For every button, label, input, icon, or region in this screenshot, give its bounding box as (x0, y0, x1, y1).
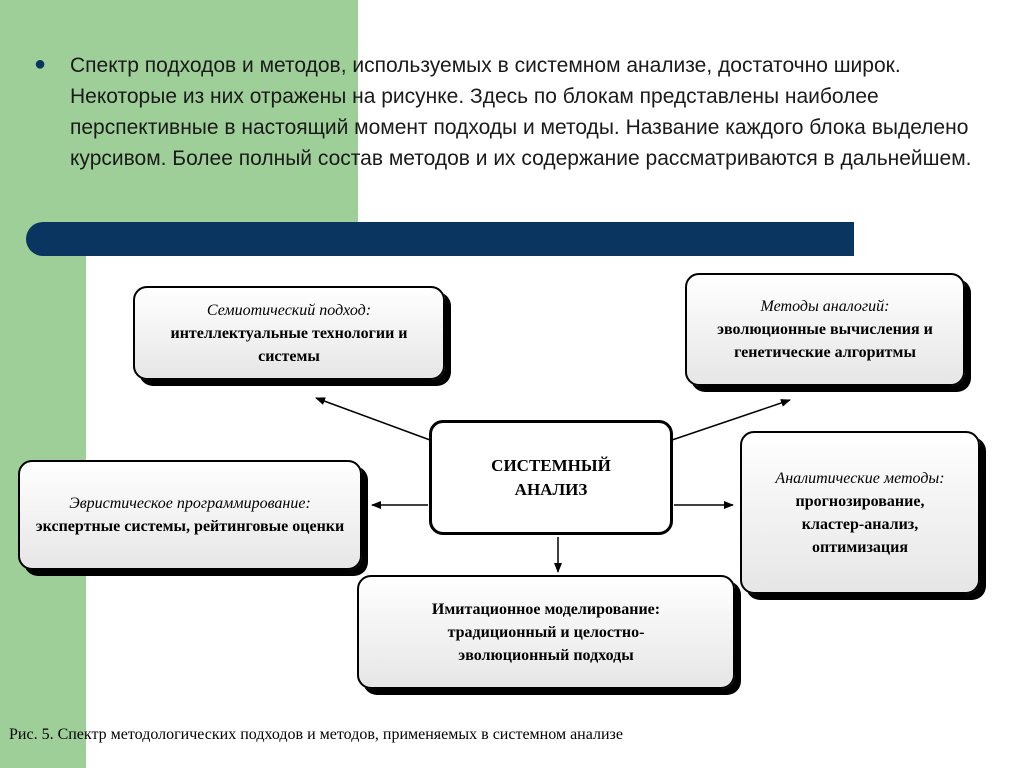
analogy-body: эволюционные вычисления и генетические а… (717, 321, 933, 361)
figure-caption: Рис. 5. Спектр методологических подходов… (9, 726, 623, 743)
analytic-title: Аналитические методы: (775, 469, 945, 487)
semiotic-title: Семиотический подход: (206, 301, 372, 319)
semiotic-block: Семиотический подход: интеллектуальные т… (133, 286, 445, 380)
arrow-to-analogy (671, 399, 791, 441)
left-green-band (0, 0, 86, 768)
heuristic-body: экспертные системы, рейтинговые оценки (35, 518, 345, 535)
semiotic-body: интеллектуальные технологии и системы (170, 324, 408, 365)
bullet-icon: ● (34, 53, 47, 75)
analogy-title: Методы аналогий: (760, 298, 890, 315)
simulation-block: Имитационное моделирование: традиционный… (357, 575, 735, 689)
analytic-block: Аналитические методы: прогнозирование, к… (740, 431, 980, 594)
simulation-title: Имитационное моделирование: (431, 600, 661, 618)
center-block: СИСТЕМНЫЙ АНАЛИЗ (429, 420, 673, 535)
arrow-to-semiotic (315, 397, 431, 441)
top-green-band (86, 0, 358, 222)
simulation-body: традиционный и целостно-эволюционный под… (447, 623, 645, 664)
intro-paragraph: Спектр подходов и методов, используемых … (70, 54, 972, 170)
analogy-block: Методы аналогий: эволюционные вычисления… (685, 273, 965, 386)
heuristic-title: Эвристическое программирование: (69, 495, 311, 512)
navy-divider-bar (26, 222, 854, 256)
analytic-body: прогнозирование, кластер-анализ, оптимиз… (795, 492, 925, 556)
center-label: СИСТЕМНЫЙ АНАЛИЗ (491, 455, 611, 499)
heuristic-block: Эвристическое программирование: экспертн… (18, 460, 362, 570)
